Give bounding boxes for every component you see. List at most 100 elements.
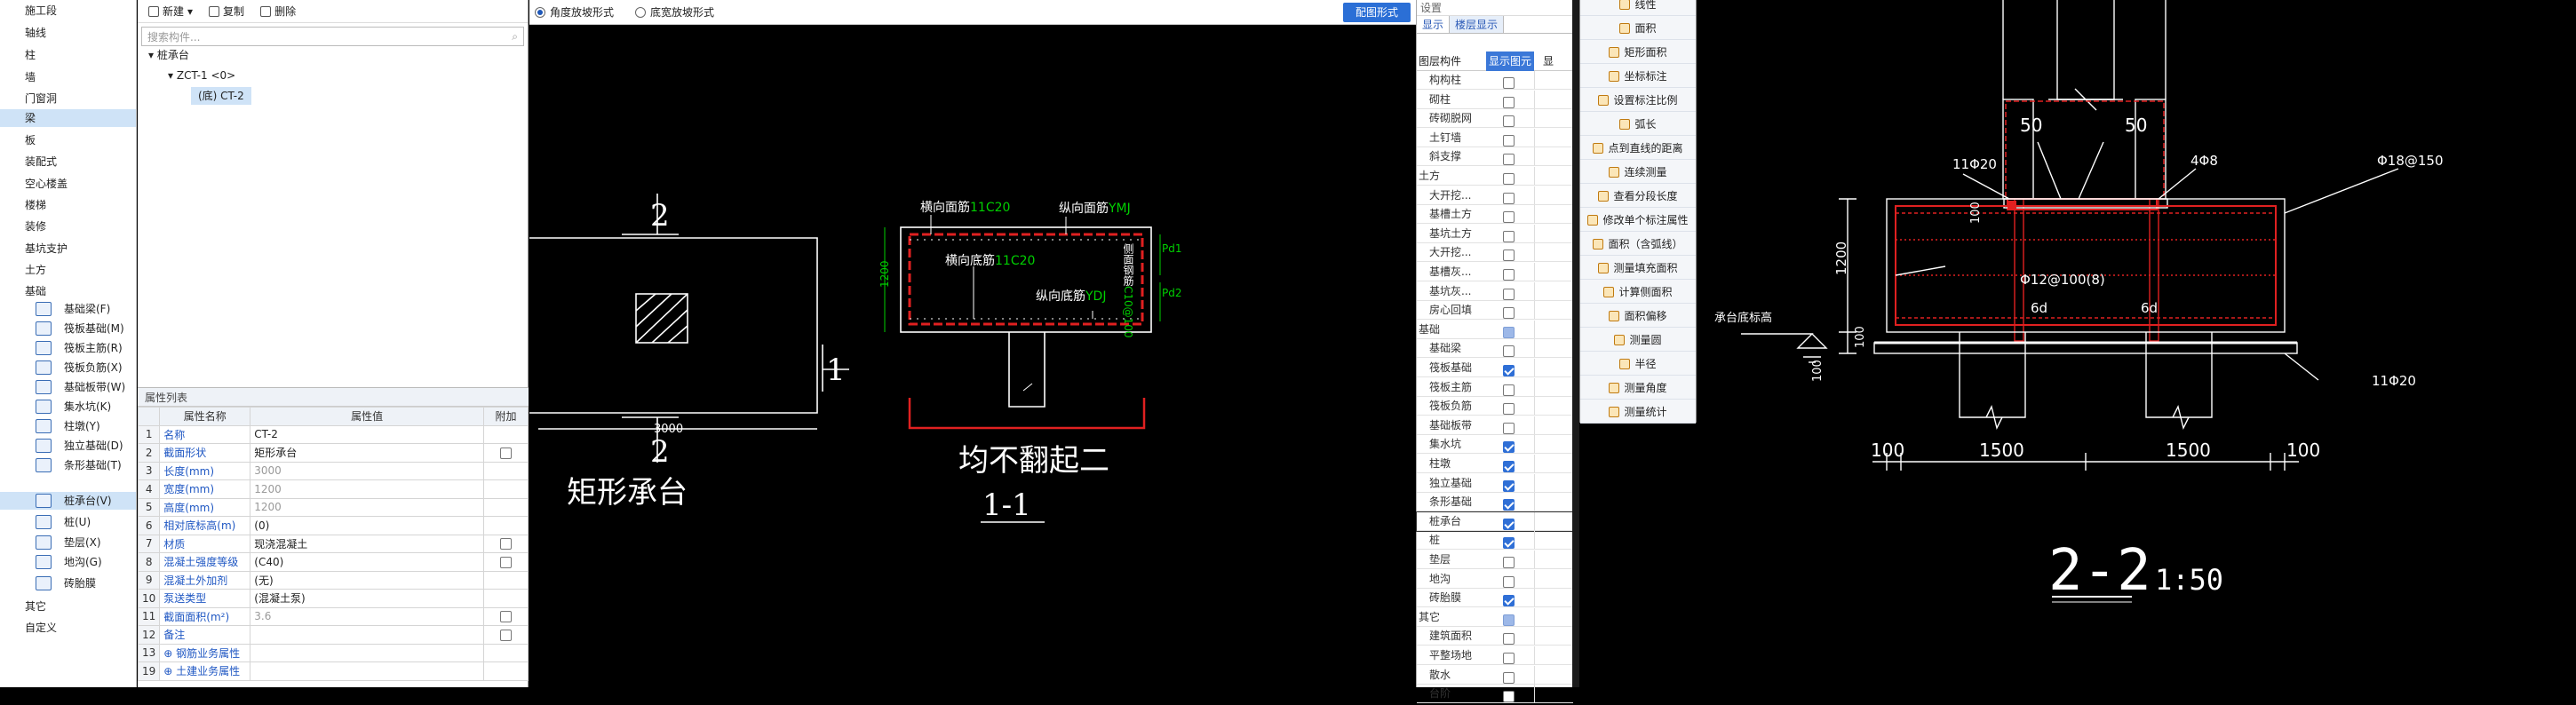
display-row[interactable]: 基础梁 xyxy=(1417,339,1573,359)
prop-value[interactable]: (0) xyxy=(250,516,484,535)
measure-tool-button[interactable]: 半径 xyxy=(1580,352,1696,376)
prop-add-checkbox[interactable] xyxy=(500,611,512,623)
display-row[interactable]: 基础 xyxy=(1417,320,1573,339)
display-row[interactable]: 基坑灰... xyxy=(1417,281,1573,301)
show-element-checkbox[interactable] xyxy=(1503,173,1515,185)
nav-sub-item[interactable]: 筏板负筋(X) xyxy=(0,359,136,376)
prop-value[interactable]: 1200 xyxy=(250,479,484,499)
prop-row[interactable]: 19⊕ 土建业务属性 xyxy=(137,661,529,681)
show-element-checkbox[interactable] xyxy=(1503,345,1515,358)
display-row[interactable]: 独立基础 xyxy=(1417,473,1573,493)
measure-tool-button[interactable]: 矩形面积 xyxy=(1580,41,1696,64)
nav-item[interactable]: 基坑支护 xyxy=(25,242,68,255)
display-row[interactable]: 砌柱 xyxy=(1417,90,1573,109)
measure-tool-button[interactable]: 线性 xyxy=(1580,0,1696,16)
prop-value[interactable] xyxy=(250,661,484,681)
show-element-checkbox[interactable] xyxy=(1503,653,1515,664)
width-slope-radio[interactable]: 底宽放坡形式 xyxy=(635,4,714,20)
display-row[interactable]: 大开挖... xyxy=(1417,243,1573,263)
prop-add-checkbox[interactable] xyxy=(500,538,512,551)
show-element-checkbox[interactable] xyxy=(1503,211,1515,224)
display-row[interactable]: 平整场地 xyxy=(1417,646,1573,665)
nav-sub-item[interactable]: 地沟(G) xyxy=(0,553,136,571)
show-element-checkbox[interactable] xyxy=(1503,115,1515,128)
prop-value[interactable]: 3.6 xyxy=(250,606,484,626)
measure-tool-button[interactable]: 面积（含弧线） xyxy=(1580,233,1696,256)
nav-item[interactable]: 装修 xyxy=(25,220,47,233)
show-element-checkbox[interactable] xyxy=(1503,288,1515,300)
show-element-checkbox[interactable] xyxy=(1503,134,1515,147)
show-element-checkbox[interactable] xyxy=(1503,499,1515,511)
show-element-checkbox[interactable] xyxy=(1503,403,1515,416)
nav-item[interactable]: 轴线 xyxy=(25,27,47,39)
nav-item[interactable]: 施工段 xyxy=(25,4,58,17)
display-row[interactable]: 集水坑 xyxy=(1417,435,1573,455)
prop-value[interactable]: 3000 xyxy=(250,461,484,480)
tree-root[interactable]: ▾ 桩承台 xyxy=(148,49,189,61)
nav-sub-item[interactable]: 筏板主筋(R) xyxy=(0,339,136,357)
nav-item[interactable]: 空心楼盖 xyxy=(25,178,68,190)
show-element-checkbox[interactable] xyxy=(1503,269,1515,281)
display-row[interactable]: 基槽土方 xyxy=(1417,205,1573,225)
tab-display[interactable]: 显示 xyxy=(1417,16,1451,33)
prop-value[interactable] xyxy=(250,643,484,662)
display-row[interactable]: 基坑土方 xyxy=(1417,224,1573,243)
display-row[interactable]: 砖砌脱网 xyxy=(1417,109,1573,129)
show-element-checkbox[interactable] xyxy=(1503,77,1515,89)
show-element-checkbox[interactable] xyxy=(1503,365,1515,376)
fit-figure-button[interactable]: 配图形式 xyxy=(1343,3,1411,22)
measure-tool-button[interactable]: 测量圆 xyxy=(1580,329,1696,352)
show-element-checkbox[interactable] xyxy=(1503,154,1515,166)
nav-sub-item[interactable]: 独立基础(D) xyxy=(0,437,136,455)
prop-value[interactable]: CT-2 xyxy=(250,424,484,444)
tab-floor-display[interactable]: 楼层显示 xyxy=(1450,16,1505,33)
prop-value[interactable]: (C40) xyxy=(250,552,484,572)
tree-child[interactable]: ▾ ZCT-1 <0> xyxy=(168,69,236,82)
nav-item[interactable]: 柱 xyxy=(25,49,36,61)
display-row[interactable]: 桩承台 xyxy=(1416,511,1574,532)
prop-value[interactable]: 1200 xyxy=(250,497,484,517)
display-row[interactable]: 土钉墙 xyxy=(1417,128,1573,147)
nav-sub-item-pile-cap[interactable]: 桩承台(V) xyxy=(0,492,136,510)
copy-button[interactable]: 复制 xyxy=(203,2,250,21)
nav-item[interactable]: 板 xyxy=(25,134,36,147)
nav-item[interactable]: 墙 xyxy=(25,71,36,83)
nav-sub-item[interactable]: 砖胎膜 xyxy=(0,574,136,592)
show-element-checkbox[interactable] xyxy=(1503,537,1515,550)
angle-slope-radio[interactable]: 角度放坡形式 xyxy=(535,4,614,20)
show-element-checkbox[interactable] xyxy=(1503,557,1515,568)
measure-tool-button[interactable]: 修改单个标注属性 xyxy=(1580,209,1696,232)
show-element-checkbox[interactable] xyxy=(1503,192,1515,204)
cad-canvas-section-2-2[interactable]: 50 50 11Φ20 4Φ8 Φ18@150 Φ12@100(8) 6d 6d… xyxy=(1697,0,2576,687)
prop-value[interactable] xyxy=(250,625,484,645)
measure-tool-button[interactable]: 测量填充面积 xyxy=(1580,257,1696,280)
nav-item[interactable]: 装配式 xyxy=(25,155,58,168)
show-element-checkbox[interactable] xyxy=(1503,96,1515,108)
display-row[interactable]: 柱墩 xyxy=(1417,455,1573,473)
show-element-checkbox[interactable] xyxy=(1503,250,1515,262)
nav-item[interactable]: 楼梯 xyxy=(25,199,47,211)
show-element-checkbox[interactable] xyxy=(1503,595,1515,607)
show-element-checkbox[interactable] xyxy=(1503,230,1515,242)
display-row[interactable]: 散水 xyxy=(1417,665,1573,685)
display-row[interactable]: 台阶 xyxy=(1417,685,1573,704)
cad-canvas-parametric[interactable]: 2 2 1 3000 矩形承台 横向面筋11C20 纵向面筋YMJ 横向底筋11… xyxy=(529,25,1416,687)
display-row[interactable]: 筏板负筋 xyxy=(1417,397,1573,416)
measure-tool-button[interactable]: 测量角度 xyxy=(1580,376,1696,400)
display-row[interactable]: 建筑面积 xyxy=(1417,627,1573,646)
show-element-checkbox[interactable] xyxy=(1503,575,1515,588)
nav-sub-item[interactable]: 垫层(X) xyxy=(0,534,136,551)
measure-tool-button[interactable]: 坐标标注 xyxy=(1580,65,1696,88)
nav-sub-item[interactable]: 基础梁(F) xyxy=(0,300,136,318)
component-search-input[interactable]: 搜索构件...⌕ xyxy=(141,27,524,46)
nav-sub-item[interactable]: 筏板基础(M) xyxy=(0,320,136,337)
measure-tool-button[interactable]: 设置标注比例 xyxy=(1580,89,1696,112)
